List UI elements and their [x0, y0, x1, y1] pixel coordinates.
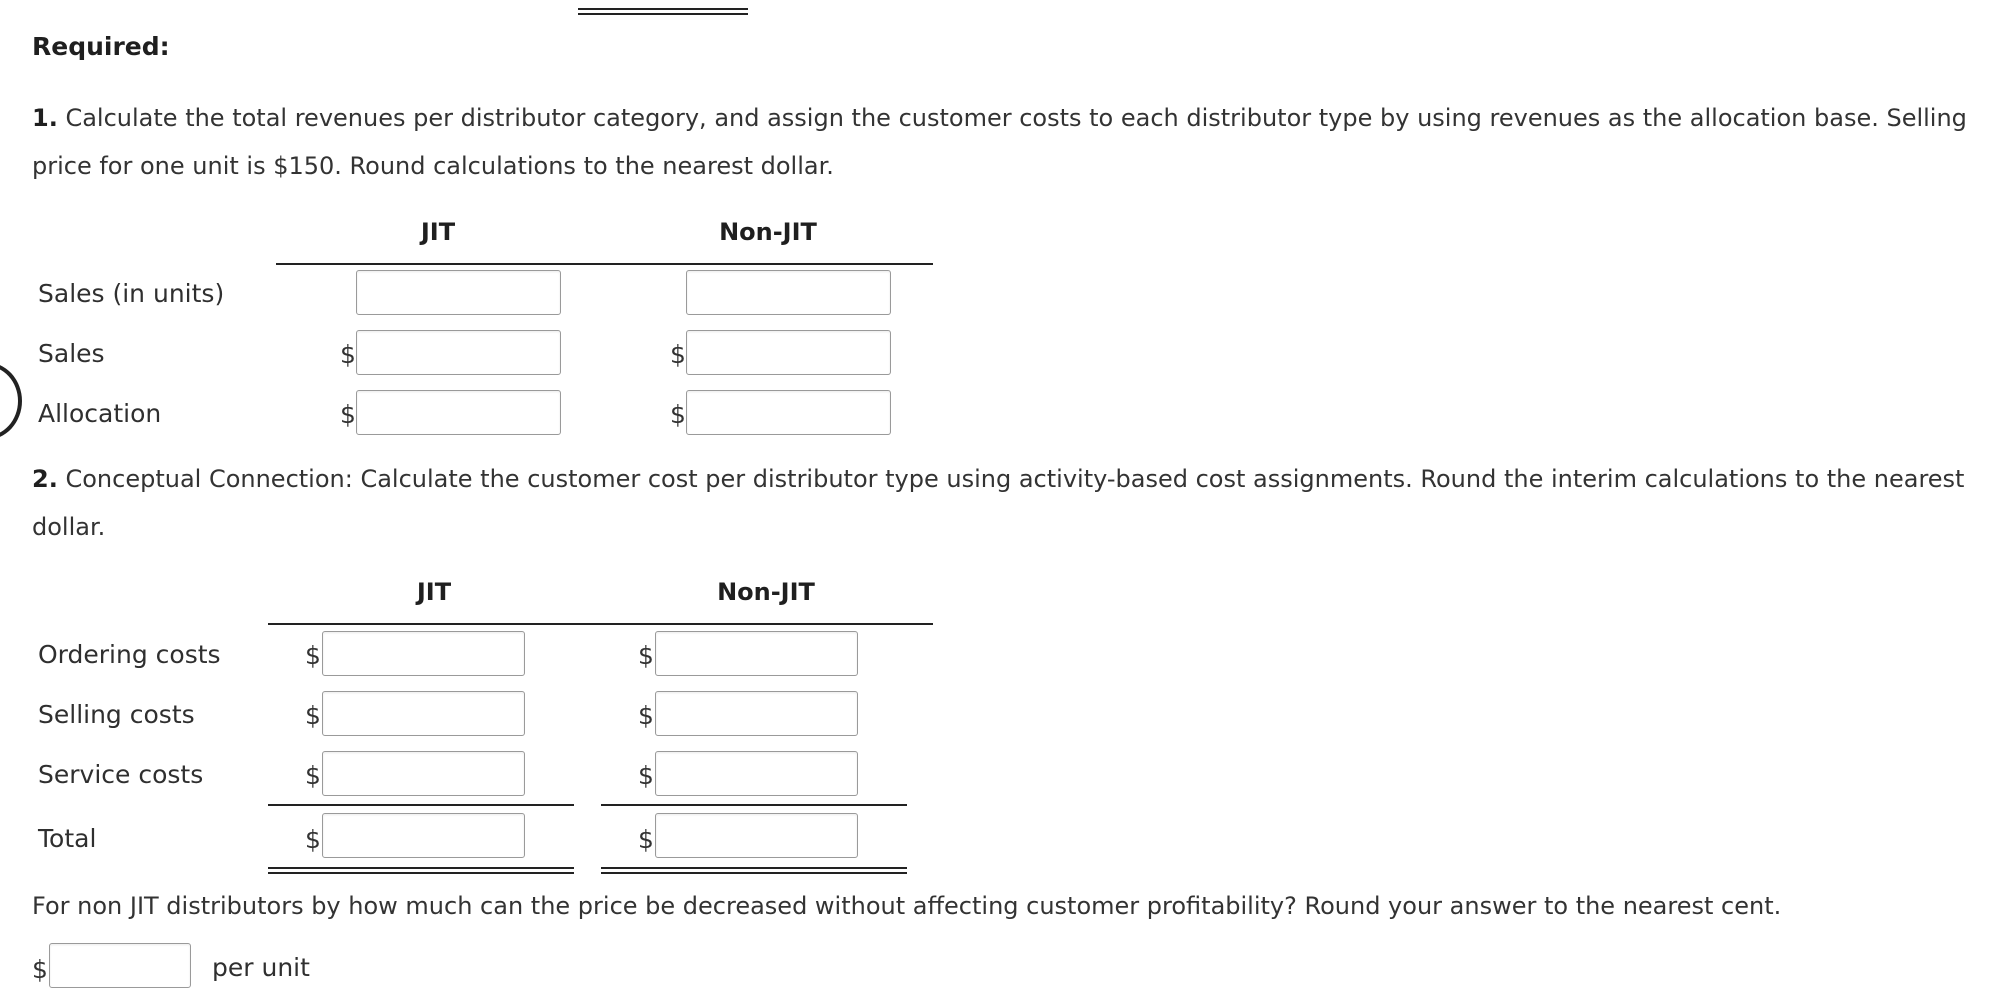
part2-jit-selling-input[interactable]: [322, 691, 525, 736]
part1-text-line2: price for one unit is $150. Round calcul…: [32, 152, 834, 180]
part1-col-jit: JIT: [420, 218, 456, 246]
part2-jit-total-double-rule: [268, 867, 574, 874]
part1-number: 1.: [32, 104, 58, 132]
part2-row-label-service: Service costs: [38, 760, 204, 789]
part2-nonjit-selling-input[interactable]: [655, 691, 858, 736]
part1-row-label-allocation: Allocation: [38, 399, 162, 428]
part1-row-label-sales: Sales: [38, 339, 105, 368]
part2-nonjit-service-dollar: $: [638, 761, 654, 790]
part2-col-jit: JIT: [416, 578, 452, 606]
part2-nonjit-subtotal-rule: [601, 804, 907, 806]
part2-header-rule: [268, 623, 933, 625]
part1-jit-allocation-input[interactable]: [356, 390, 561, 435]
part2-jit-ordering-dollar: $: [305, 641, 321, 670]
part2-jit-service-dollar: $: [305, 761, 321, 790]
part2-nonjit-selling-dollar: $: [638, 701, 654, 730]
left-edge-circle-icon: [0, 362, 22, 440]
part1-jit-sales-dollar: $: [340, 340, 356, 369]
part1-instructions: 1. Calculate the total revenues per dist…: [32, 94, 1992, 190]
price-decrease-dollar: $: [32, 955, 48, 984]
part2-row-label-selling: Selling costs: [38, 700, 195, 729]
part1-nonjit-sales-input[interactable]: [686, 330, 891, 375]
part2-col-nonjit: Non-JIT: [717, 578, 815, 606]
price-decrease-question: For non JIT distributors by how much can…: [32, 892, 1782, 920]
part1-nonjit-allocation-input[interactable]: [686, 390, 891, 435]
part1-text-line1: Calculate the total revenues per distrib…: [65, 104, 1967, 132]
part1-nonjit-allocation-dollar: $: [670, 400, 686, 429]
part2-number: 2.: [32, 465, 58, 493]
part2-row-label-ordering: Ordering costs: [38, 640, 221, 669]
part1-nonjit-units-input[interactable]: [686, 270, 891, 315]
price-decrease-input[interactable]: [49, 943, 191, 988]
required-heading: Required:: [32, 32, 170, 61]
per-unit-label: per unit: [212, 953, 310, 982]
part1-row-label-units: Sales (in units): [38, 279, 225, 308]
part1-header-rule: [276, 263, 933, 265]
part2-row-label-total: Total: [38, 824, 97, 853]
part2-jit-ordering-input[interactable]: [322, 631, 525, 676]
part2-nonjit-service-input[interactable]: [655, 751, 858, 796]
part2-nonjit-ordering-dollar: $: [638, 641, 654, 670]
part1-nonjit-sales-dollar: $: [670, 340, 686, 369]
part2-nonjit-total-input[interactable]: [655, 813, 858, 858]
part2-instructions: 2. Conceptual Connection: Calculate the …: [32, 455, 1992, 551]
part1-jit-sales-input[interactable]: [356, 330, 561, 375]
part2-jit-total-dollar: $: [305, 825, 321, 854]
part2-jit-service-input[interactable]: [322, 751, 525, 796]
part2-text-line1: Conceptual Connection: Calculate the cus…: [65, 465, 1965, 493]
part2-nonjit-ordering-input[interactable]: [655, 631, 858, 676]
part2-text-line2: dollar.: [32, 513, 106, 541]
part2-jit-subtotal-rule: [268, 804, 574, 806]
part1-jit-units-input[interactable]: [356, 270, 561, 315]
part2-jit-total-input[interactable]: [322, 813, 525, 858]
part1-jit-allocation-dollar: $: [340, 400, 356, 429]
part1-col-nonjit: Non-JIT: [719, 218, 817, 246]
part2-jit-selling-dollar: $: [305, 701, 321, 730]
part2-nonjit-total-dollar: $: [638, 825, 654, 854]
top-double-rule: [578, 8, 748, 15]
part2-nonjit-total-double-rule: [601, 867, 907, 874]
